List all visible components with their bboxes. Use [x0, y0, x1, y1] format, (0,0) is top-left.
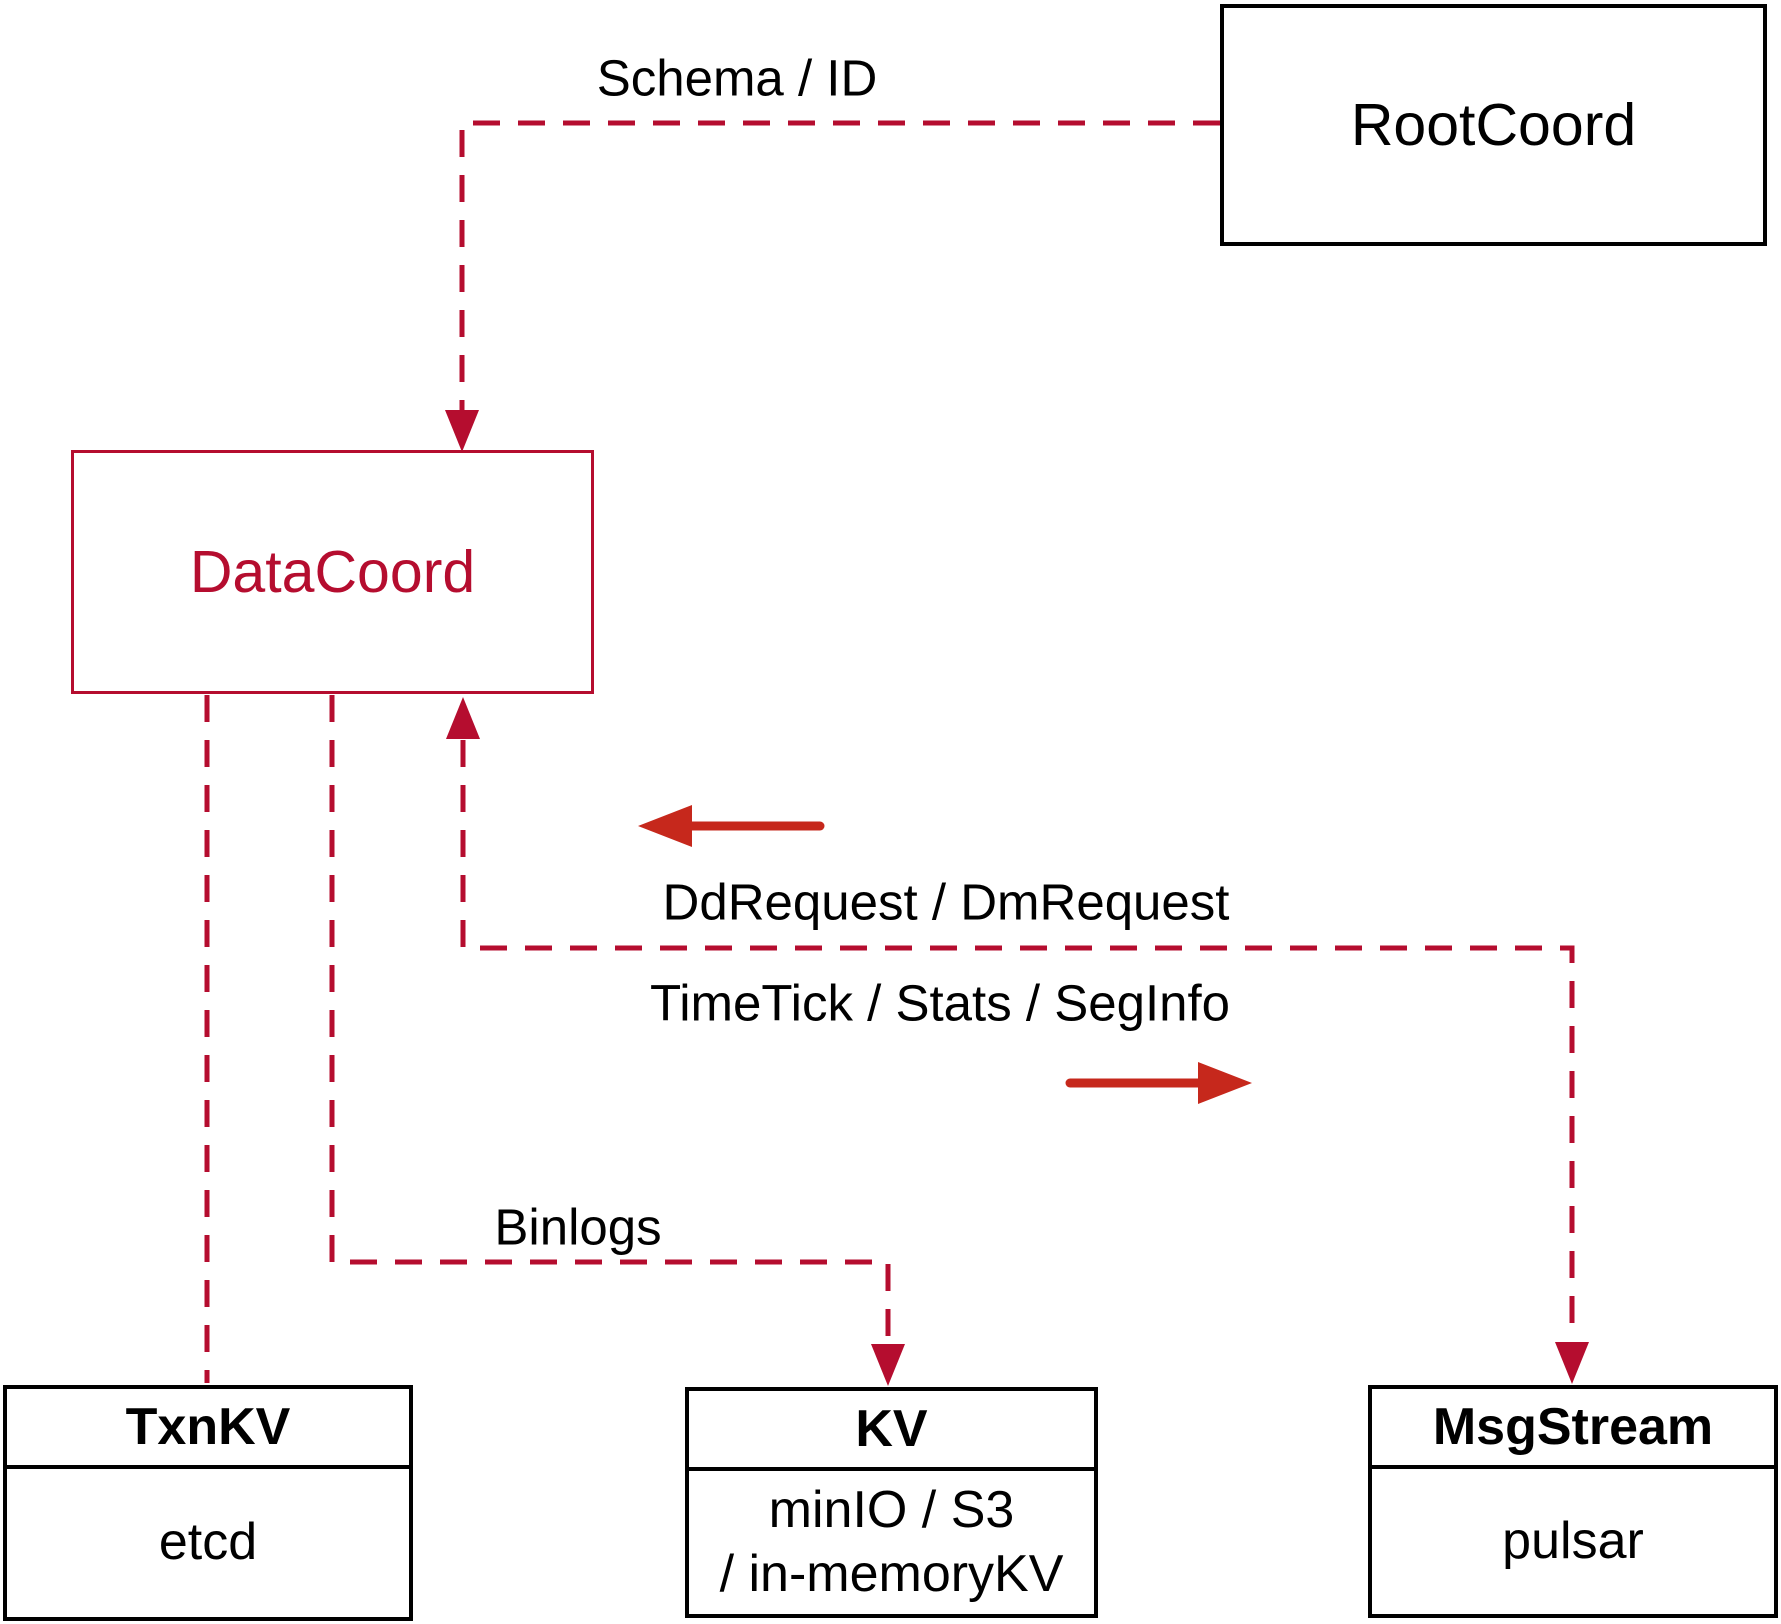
- node-kv: KV minIO / S3 / in-memoryKV: [685, 1387, 1098, 1618]
- edge-label-schema-id: Schema / ID: [596, 49, 878, 107]
- edge-label-timetick-stats-seginfo: TimeTick / Stats / SegInfo: [649, 974, 1231, 1032]
- arrowhead-into-datacoord-bottom-icon: [446, 697, 480, 739]
- txnkv-body: etcd: [158, 1513, 258, 1572]
- connector-rootcoord-to-datacoord: [459, 120, 1220, 410]
- kv-body-line2: / in-memoryKV: [719, 1544, 1064, 1603]
- msgstream-title: MsgStream: [1372, 1389, 1774, 1469]
- kv-body: minIO / S3 / in-memoryKV: [689, 1471, 1094, 1614]
- arrowhead-into-datacoord-top-icon: [445, 410, 479, 452]
- datacoord-title: DataCoord: [189, 539, 476, 605]
- node-rootcoord: RootCoord: [1220, 4, 1767, 246]
- arrow-right-icon: [1065, 1062, 1252, 1104]
- arrow-left-icon: [638, 805, 825, 847]
- kv-body-line1: minIO / S3: [768, 1481, 1015, 1540]
- connector-datacoord-to-kv-binlogs: [329, 695, 891, 1343]
- node-txnkv: TxnKV etcd: [3, 1385, 413, 1621]
- kv-title: KV: [689, 1391, 1094, 1471]
- node-datacoord: DataCoord: [71, 450, 594, 694]
- arrowhead-into-kv-top-icon: [871, 1344, 905, 1386]
- arrowhead-into-msgstream-top-icon: [1555, 1342, 1589, 1384]
- connector-datacoord-msgstream: [460, 740, 1575, 1341]
- msgstream-body: pulsar: [1502, 1511, 1644, 1570]
- rootcoord-title: RootCoord: [1350, 92, 1637, 158]
- node-msgstream: MsgStream pulsar: [1368, 1385, 1778, 1618]
- txnkv-title: TxnKV: [7, 1389, 409, 1469]
- edge-label-binlogs: Binlogs: [494, 1198, 662, 1256]
- edge-label-ddrequest-dmrequest: DdRequest / DmRequest: [662, 873, 1230, 931]
